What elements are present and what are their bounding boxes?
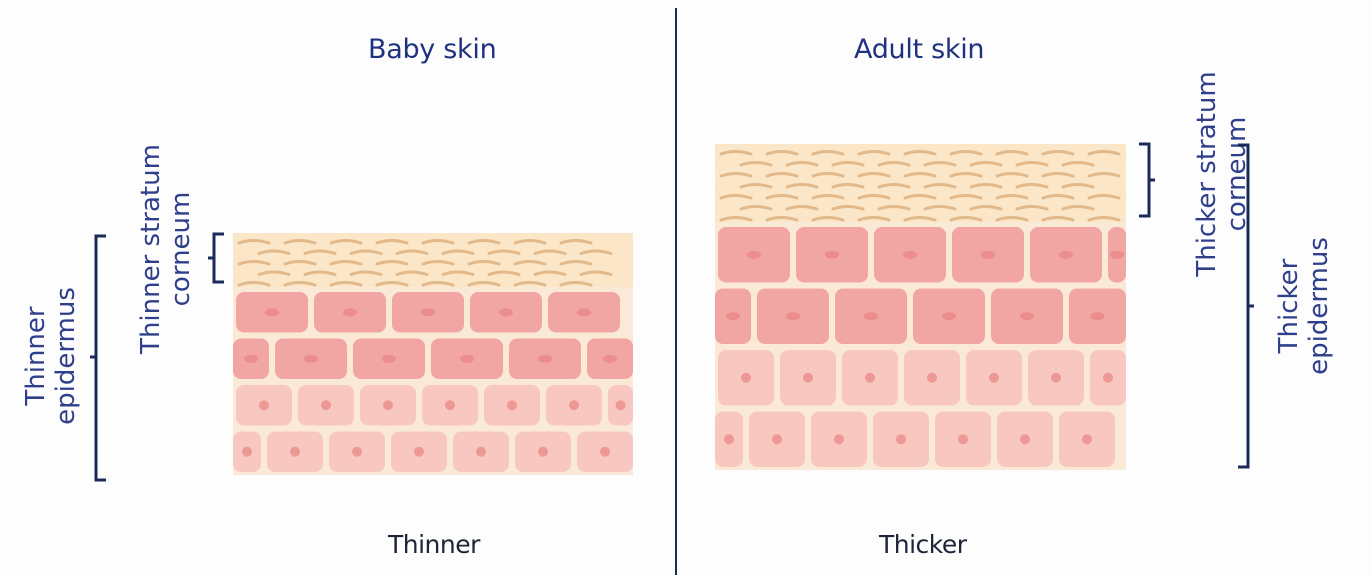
adult-skin-cell-nucleus	[772, 434, 782, 444]
baby-skin-cell-nucleus	[538, 447, 548, 457]
baby-skin-cell-nucleus	[382, 355, 396, 363]
baby-skin-cell-nucleus	[383, 400, 393, 410]
adult-skin-cell-nucleus	[1051, 373, 1061, 383]
baby-skin-cell-nucleus	[421, 308, 435, 316]
baby-skin-cell-nucleus	[538, 355, 552, 363]
baby-skin-cell-nucleus	[616, 400, 626, 410]
baby-skin-cell-nucleus	[460, 355, 474, 363]
adult-skin-cell-nucleus	[864, 312, 878, 320]
adult-skin-cell-nucleus	[1103, 373, 1113, 383]
baby-skin-cell-nucleus	[445, 400, 455, 410]
thinner-stratum-bracket	[208, 234, 224, 282]
adult-skin-cell-nucleus	[942, 312, 956, 320]
adult-skin-cell-nucleus	[803, 373, 813, 383]
adult-skin-cell-nucleus	[1082, 434, 1092, 444]
adult-skin-cell-nucleus	[1020, 312, 1034, 320]
adult-skin-cell-nucleus	[981, 251, 995, 259]
adult-skin-cell-nucleus	[1110, 251, 1124, 259]
adult-skin-cell-nucleus	[1059, 251, 1073, 259]
adult-skin-cell-nucleus	[786, 312, 800, 320]
baby-skin-cell-nucleus	[304, 355, 318, 363]
adult-skin-cell-nucleus	[1020, 434, 1030, 444]
baby-skin-cell-nucleus	[290, 447, 300, 457]
adult-skin-cell-nucleus	[724, 434, 734, 444]
baby-skin-cell-nucleus	[600, 447, 610, 457]
baby-skin-cell-nucleus	[259, 400, 269, 410]
adult-skin-cell-nucleus	[903, 251, 917, 259]
adult-skin-cell-nucleus	[865, 373, 875, 383]
baby-skin-cell-nucleus	[343, 308, 357, 316]
thicker-stratum-bracket	[1139, 144, 1155, 216]
adult-skin-cell-nucleus	[834, 434, 844, 444]
baby-skin-cell-nucleus	[499, 308, 513, 316]
baby-skin-cell-nucleus	[476, 447, 486, 457]
adult-skin-cell-nucleus	[958, 434, 968, 444]
thicker-epidermis-bracket	[1238, 145, 1254, 467]
adult-skin-cell-nucleus	[825, 251, 839, 259]
adult-skin-cell-nucleus	[741, 373, 751, 383]
adult-skin-cell-nucleus	[1091, 312, 1105, 320]
adult-skin-cell-nucleus	[896, 434, 906, 444]
baby-skin-cell-nucleus	[352, 447, 362, 457]
baby-skin-cell-nucleus	[242, 447, 252, 457]
baby-skin-cell-nucleus	[603, 355, 617, 363]
baby-skin-cell-nucleus	[265, 308, 279, 316]
baby-skin-cell-nucleus	[577, 308, 591, 316]
adult-skin-cell-nucleus	[989, 373, 999, 383]
baby-skin-cell-nucleus	[321, 400, 331, 410]
adult-skin-stratum-corneum	[715, 144, 1126, 222]
baby-skin-cell-nucleus	[507, 400, 517, 410]
adult-skin-layers	[715, 144, 1126, 470]
adult-skin-cell-nucleus	[747, 251, 761, 259]
adult-skin-cell-nucleus	[726, 312, 740, 320]
adult-skin-cell-nucleus	[927, 373, 937, 383]
baby-skin-layers	[233, 233, 633, 475]
baby-skin-cell-nucleus	[569, 400, 579, 410]
thinner-epidermis-bracket	[90, 236, 106, 480]
baby-skin-cell-nucleus	[244, 355, 258, 363]
baby-skin-cell-nucleus	[414, 447, 424, 457]
